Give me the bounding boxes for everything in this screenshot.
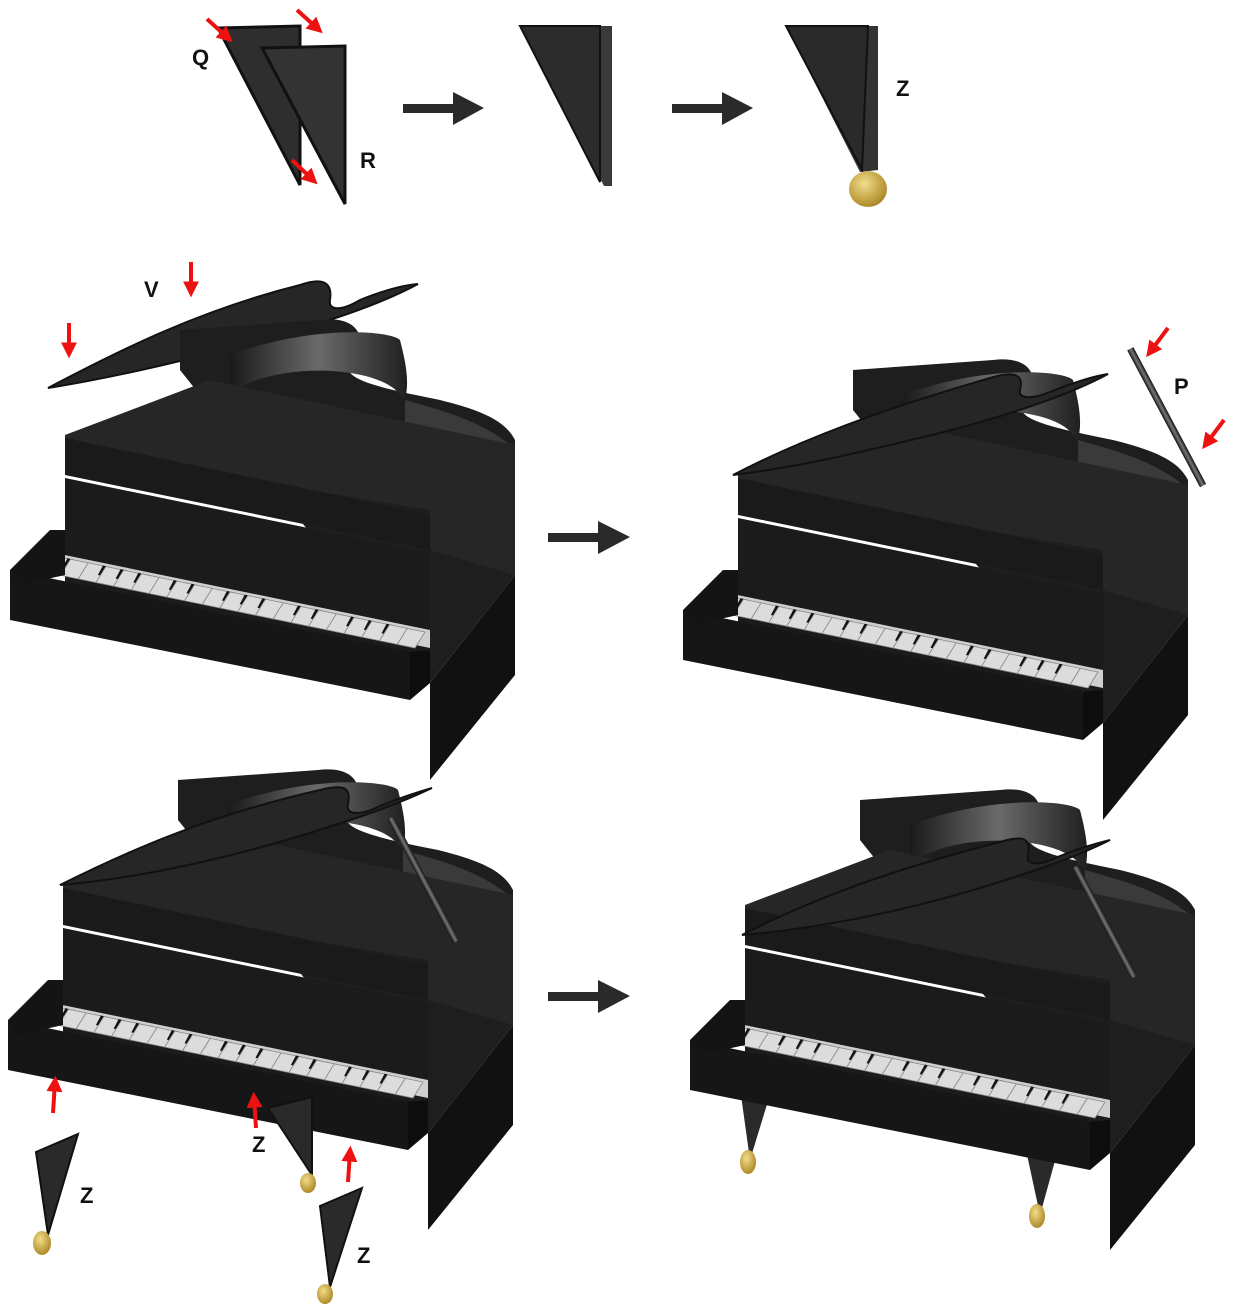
loose-leg [268,1097,316,1193]
brass-foot [849,171,887,207]
leg-z-face [786,26,868,170]
step-arrow-icon [403,92,484,125]
red-arrow-icon [53,1082,55,1113]
red-arrow-icon [254,1098,256,1128]
red-arrow-icon [1150,328,1168,352]
red-arrow-icon [1206,420,1224,444]
loose-leg [33,1134,78,1255]
step-arrow-icon [672,92,753,125]
label-v: V [144,277,159,302]
step-arrow-icon [548,521,630,554]
label-p: P [1174,374,1189,399]
leg-assembly-row: Q R Z [192,10,909,207]
label-q: Q [192,45,209,70]
label-z: Z [896,76,909,101]
label-z: Z [252,1132,265,1157]
lid-assembly-row: V P [10,262,1224,820]
label-r: R [360,148,376,173]
legs-attach-row: Z Z Z [8,769,1195,1304]
label-z: Z [357,1243,370,1268]
label-z: Z [80,1183,93,1208]
leg-joined-face [520,26,600,182]
loose-leg [317,1188,362,1304]
piano-body-step-2 [10,319,515,780]
step-arrow-icon [548,980,630,1013]
red-arrow-icon [348,1152,350,1182]
